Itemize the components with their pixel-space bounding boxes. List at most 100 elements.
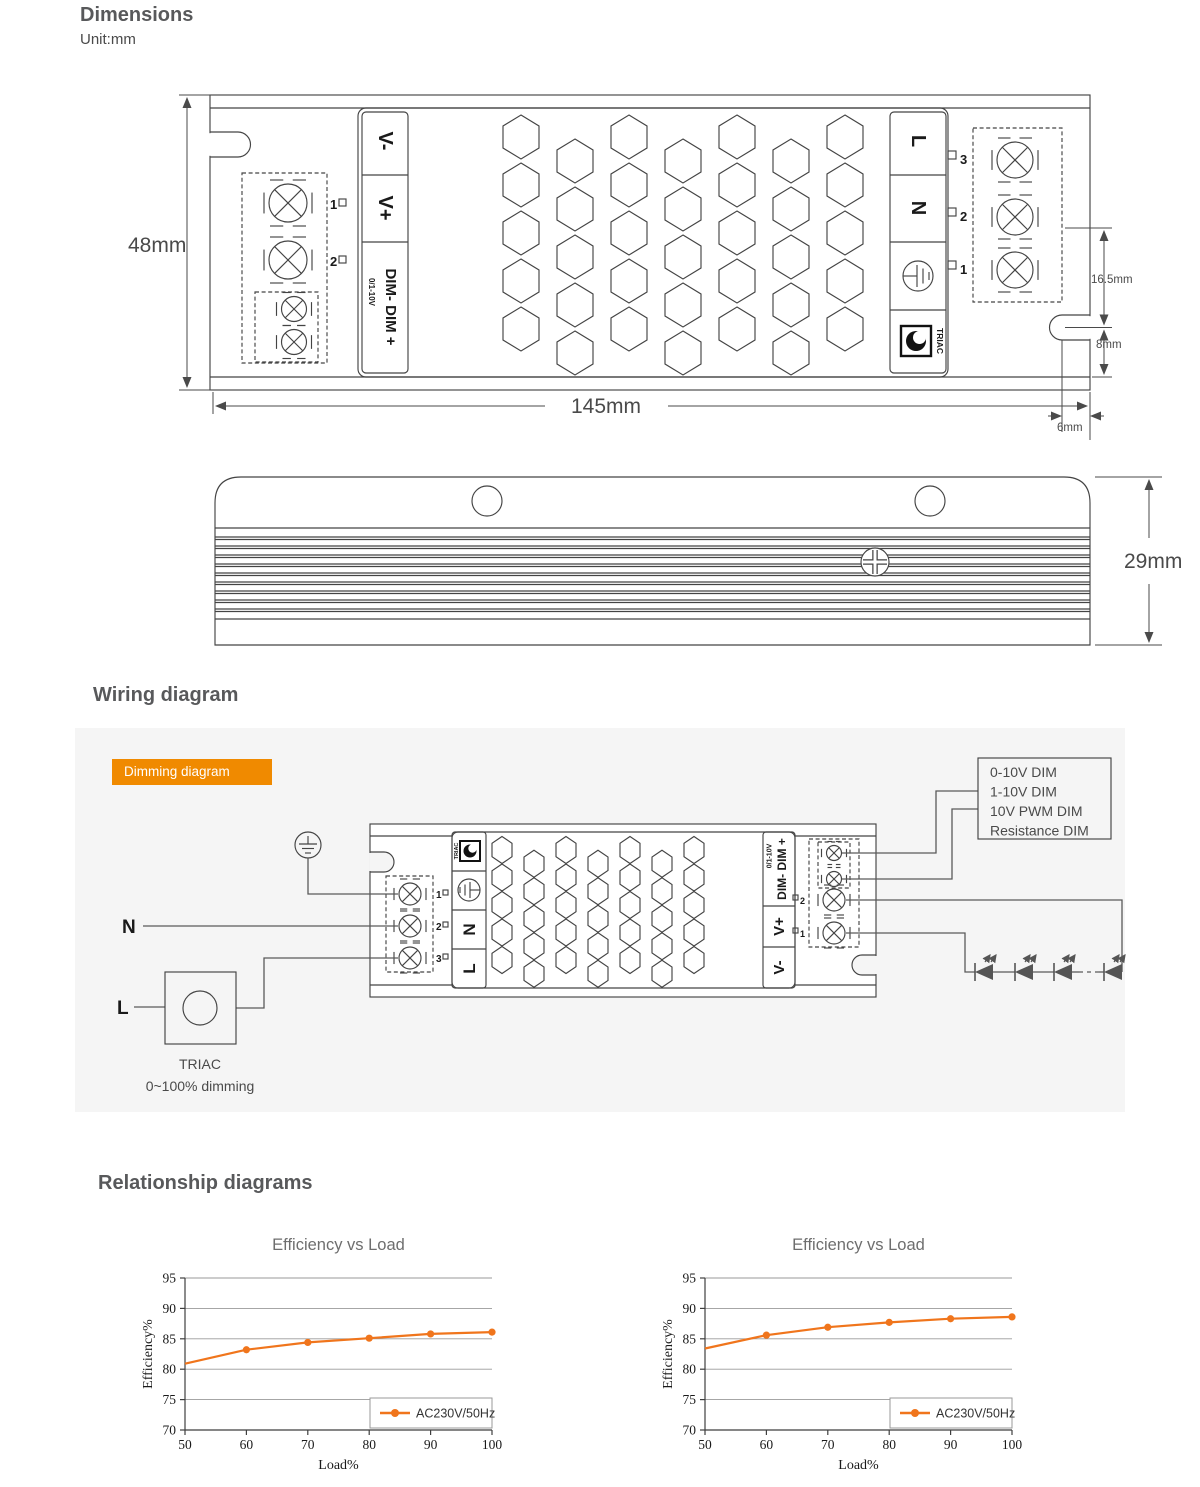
triac-logo-label: TRIAC xyxy=(454,843,460,860)
dim-pitch: 16.5mm xyxy=(1091,274,1133,286)
vent-grid-icon xyxy=(502,114,864,376)
screw-head-icon xyxy=(860,547,890,577)
x-tick-label: 100 xyxy=(1002,1437,1023,1452)
x-axis-label: Load% xyxy=(838,1458,879,1473)
y-tick-label: 95 xyxy=(163,1271,177,1286)
x-axis-label: Load% xyxy=(318,1458,359,1473)
terminal-label: 1 xyxy=(330,197,337,212)
dim-height: 29mm xyxy=(1124,550,1182,573)
triac-logo-icon: TRIAC xyxy=(454,840,481,862)
x-tick-label: 70 xyxy=(821,1437,835,1452)
dimming-diagram-badge: Dimming diagram xyxy=(112,759,272,785)
wiring-diagram: TRIAC N L DIM- DIM + 0/1-10V V+ V- 1 2 3 xyxy=(117,757,1126,1094)
dim-width: 48mm xyxy=(128,234,186,257)
led-icon xyxy=(1103,954,1126,981)
input-terminal-block: 3 2 1 xyxy=(947,127,1063,303)
y-tick-label: 85 xyxy=(163,1331,177,1346)
output-terminal-block: 1 2 xyxy=(241,172,347,364)
triac-label: TRIAC xyxy=(179,1056,221,1072)
port-label-line: L xyxy=(907,135,929,147)
data-point xyxy=(762,1331,770,1339)
terminal-label: 1 xyxy=(436,890,442,901)
y-tick-label: 90 xyxy=(683,1301,697,1316)
terminal-label: 2 xyxy=(436,922,442,933)
led-icon xyxy=(1014,954,1037,981)
dim-type: 0-10V DIM xyxy=(990,764,1057,780)
data-point xyxy=(947,1315,955,1323)
dim-slot-inset: 6mm xyxy=(1057,422,1083,434)
dim-type: Resistance DIM xyxy=(990,823,1089,839)
dim-type: 1-10V DIM xyxy=(990,784,1057,800)
data-point xyxy=(488,1328,496,1336)
triac-dimmer: TRIAC 0~100% dimming xyxy=(146,971,255,1094)
x-tick-label: 80 xyxy=(362,1437,376,1452)
terminal-label: 2 xyxy=(800,896,805,906)
series-line xyxy=(704,1315,1013,1350)
triac-range-label: 0~100% dimming xyxy=(146,1078,255,1094)
dim-type: 10V PWM DIM xyxy=(990,803,1083,819)
line-label: L xyxy=(117,998,129,1019)
ground-icon xyxy=(294,831,322,859)
x-tick-label: 70 xyxy=(301,1437,315,1452)
dimensions-heading: Dimensions xyxy=(80,4,194,26)
dimensions-unit: Unit:mm xyxy=(80,31,136,48)
chart-title: Efficiency vs Load xyxy=(272,1236,405,1254)
dim-slot-offset: 8mm xyxy=(1096,339,1122,351)
y-axis-label: Efficiency% xyxy=(661,1319,676,1389)
y-tick-label: 90 xyxy=(163,1301,177,1316)
x-tick-label: 90 xyxy=(944,1437,958,1452)
led-icon xyxy=(974,954,997,981)
x-tick-label: 50 xyxy=(698,1437,712,1452)
led-icon xyxy=(1053,954,1076,981)
screw-terminal-icon xyxy=(263,179,313,360)
series-line xyxy=(184,1331,493,1365)
y-tick-label: 75 xyxy=(683,1392,697,1407)
data-point xyxy=(1008,1313,1016,1321)
triac-logo-icon: TRIAC xyxy=(899,324,945,358)
ground-icon xyxy=(457,878,481,902)
data-point xyxy=(824,1323,832,1331)
y-tick-label: 80 xyxy=(683,1362,697,1377)
data-point xyxy=(427,1330,435,1338)
x-tick-label: 60 xyxy=(760,1437,774,1452)
dimensions-drawing: 1 2 3 2 1 V- V+ DIM- DIM + 0/1-10V L N xyxy=(128,94,1182,646)
relationship-heading: Relationship diagrams xyxy=(98,1172,313,1194)
output-terminal-block: 2 1 xyxy=(792,838,860,949)
port-label-dim: DIM- DIM + xyxy=(382,268,399,345)
port-label-line: L xyxy=(460,963,479,973)
dimension-annotations: 48mm 145mm 16.5mm 8mm 6mm 29mm xyxy=(128,94,1182,646)
wiring-device-outline xyxy=(369,823,878,998)
terminal-label: 2 xyxy=(330,254,337,269)
y-axis-label: Efficiency% xyxy=(141,1319,156,1389)
port-label-dim: DIM- DIM + xyxy=(775,838,789,900)
port-label-v-plus: V+ xyxy=(374,195,396,220)
chart-title: Efficiency vs Load xyxy=(792,1236,925,1254)
neutral-label: N xyxy=(122,917,136,938)
port-label-neutral: N xyxy=(907,201,929,215)
y-tick-label: 85 xyxy=(683,1331,697,1346)
x-tick-label: 50 xyxy=(178,1437,192,1452)
screw-terminal-icon xyxy=(991,137,1039,293)
legend-label: AC230V/50Hz xyxy=(936,1407,1015,1421)
port-label-dim-range: 0/1-10V xyxy=(767,843,774,868)
port-label-v-plus: V+ xyxy=(771,917,788,936)
ground-icon xyxy=(902,260,934,292)
terminal-label: 3 xyxy=(436,954,442,965)
vent-grid-icon xyxy=(491,835,705,988)
wires xyxy=(134,790,1123,1009)
top-view-outline xyxy=(208,94,1092,391)
terminal-label: 1 xyxy=(960,262,967,277)
terminal-label: 3 xyxy=(960,152,967,167)
port-label-v-minus: V- xyxy=(374,132,396,151)
x-tick-label: 60 xyxy=(240,1437,254,1452)
wiring-heading: Wiring diagram xyxy=(93,684,239,706)
terminal-label: 2 xyxy=(960,209,967,224)
dim-types-box: 0-10V DIM 1-10V DIM 10V PWM DIM Resistan… xyxy=(977,757,1112,840)
y-tick-label: 80 xyxy=(163,1362,177,1377)
y-tick-label: 70 xyxy=(163,1423,177,1438)
triac-logo-label: TRIAC xyxy=(935,328,945,354)
x-tick-label: 80 xyxy=(882,1437,896,1452)
